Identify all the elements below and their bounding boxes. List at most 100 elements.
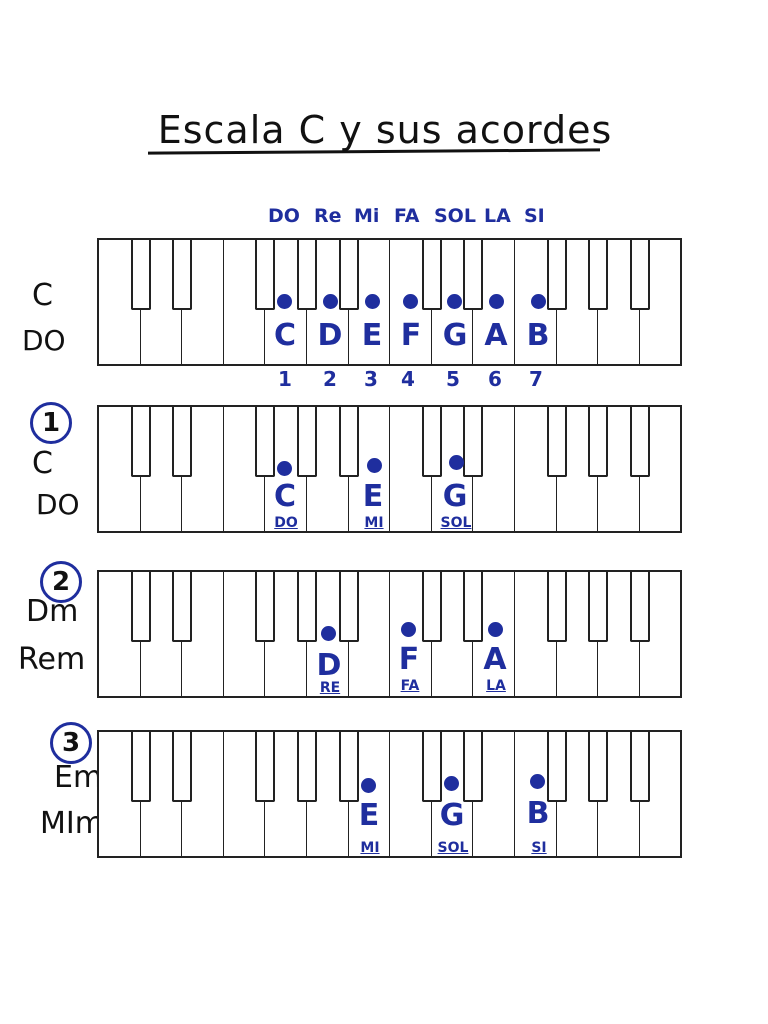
black-key <box>172 732 193 802</box>
scale-note-names: DO Re Mi FA SOL LA SI <box>262 205 572 235</box>
row0-chord-solfege: DO <box>22 324 66 357</box>
note-letter: D <box>317 318 343 353</box>
chord-number-badge: 3 <box>50 722 92 764</box>
page-title: Escala C y sus acordes <box>157 108 613 152</box>
note-name-fa: FA <box>394 205 420 227</box>
black-key <box>172 240 193 310</box>
black-key <box>421 407 442 477</box>
black-key <box>588 572 609 642</box>
row2-chord-label: Dm <box>26 594 79 629</box>
note-name-re: Re <box>314 205 342 227</box>
note-letter: A <box>484 318 508 353</box>
black-key <box>546 240 567 310</box>
scale-degree: 1 <box>278 367 292 391</box>
key-marker-dot <box>367 458 382 473</box>
white-key <box>182 732 224 856</box>
note-name-sol: SOL <box>434 205 476 227</box>
white-key <box>182 407 224 531</box>
note-letter: B <box>526 796 550 831</box>
note-solfege: SI <box>531 840 547 856</box>
note-solfege: LA <box>486 678 506 694</box>
black-key <box>463 572 484 642</box>
note-solfege: MI <box>364 515 384 531</box>
black-key <box>421 732 442 802</box>
chord-number-badge: 1 <box>30 402 72 444</box>
black-key <box>338 732 359 802</box>
black-key <box>297 407 317 477</box>
black-key <box>588 407 609 477</box>
black-key <box>463 407 484 477</box>
black-key <box>172 572 193 642</box>
black-key <box>629 240 650 310</box>
black-key <box>338 407 359 477</box>
row3-chord-solfege: MIm <box>40 806 104 841</box>
key-marker-dot <box>489 294 504 309</box>
note-name-la: LA <box>484 205 511 227</box>
note-letter: A <box>483 642 507 677</box>
scale-degree: 3 <box>364 367 378 391</box>
row3-chord-label: Em <box>54 760 103 795</box>
black-key <box>297 240 317 310</box>
key-marker-dot <box>321 626 336 641</box>
note-letter: C <box>273 318 297 353</box>
key-marker-dot <box>277 461 292 476</box>
black-key <box>546 732 567 802</box>
note-solfege: SOL <box>440 515 472 531</box>
black-key <box>297 572 317 642</box>
piano-keyboard-chord-3: E G B MI SOL SI <box>97 730 682 858</box>
black-key <box>338 572 359 642</box>
key-marker-dot <box>361 778 376 793</box>
scale-degree: 7 <box>529 367 543 391</box>
scale-degree: 2 <box>323 367 337 391</box>
black-key <box>338 240 359 310</box>
note-solfege: DO <box>274 515 298 531</box>
row1-chord-solfege: DO <box>36 488 80 521</box>
black-key <box>546 407 567 477</box>
piano-keyboard-chord-1: C E G DO MI SOL <box>97 405 682 533</box>
black-key <box>130 407 151 477</box>
note-name-mi: Mi <box>354 205 380 227</box>
black-key <box>255 572 276 642</box>
black-key <box>588 732 609 802</box>
note-letter: G <box>442 318 468 353</box>
note-solfege: SOL <box>437 840 469 856</box>
black-key <box>546 572 567 642</box>
key-marker-dot <box>403 294 418 309</box>
black-key <box>130 240 151 310</box>
black-key <box>421 240 442 310</box>
black-key <box>255 240 276 310</box>
scale-degree: 5 <box>446 367 460 391</box>
black-key <box>463 240 484 310</box>
white-key <box>349 240 391 364</box>
key-marker-dot <box>447 294 462 309</box>
note-solfege: MI <box>360 840 380 856</box>
key-marker-dot <box>277 294 292 309</box>
black-key <box>463 732 484 802</box>
black-key <box>629 407 650 477</box>
row2-chord-solfege: Rem <box>18 642 86 677</box>
note-letter: F <box>400 318 422 353</box>
key-marker-dot <box>444 776 459 791</box>
note-letter: E <box>358 798 380 833</box>
row0-chord-label: C <box>32 278 53 313</box>
black-key <box>421 572 442 642</box>
note-solfege: RE <box>319 680 341 696</box>
note-letter: G <box>439 798 465 833</box>
black-key <box>172 407 193 477</box>
key-marker-dot <box>365 294 380 309</box>
piano-keyboard-scale: C D E F G A B <box>97 238 682 366</box>
key-marker-dot <box>488 622 503 637</box>
white-key <box>349 732 391 856</box>
note-name-do: DO <box>268 205 300 227</box>
note-letter: C <box>273 479 297 514</box>
black-key <box>130 732 151 802</box>
scale-degree: 4 <box>401 367 415 391</box>
black-key <box>130 572 151 642</box>
note-letter: G <box>442 479 468 514</box>
row1-chord-label: C <box>32 446 53 481</box>
black-key <box>588 240 609 310</box>
piano-keyboard-chord-2: D F A RE FA LA <box>97 570 682 698</box>
key-marker-dot <box>401 622 416 637</box>
scale-degree: 6 <box>488 367 502 391</box>
black-key <box>255 732 276 802</box>
